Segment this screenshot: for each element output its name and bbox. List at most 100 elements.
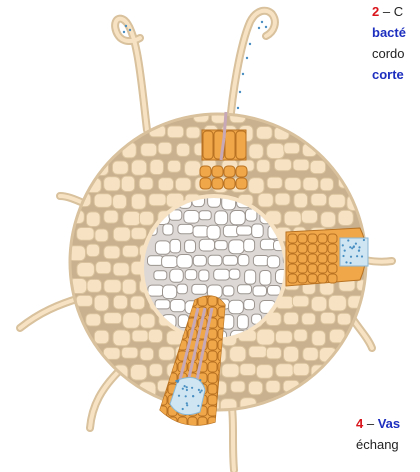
stele-cell — [245, 270, 256, 284]
cortex-cell — [95, 229, 108, 242]
stele-cell — [215, 241, 228, 250]
stele-cell — [238, 255, 249, 266]
cortex-cell — [139, 177, 153, 190]
label-4-word: Vas — [378, 416, 400, 431]
stele-cell — [162, 256, 178, 268]
cortex-cell — [321, 212, 336, 228]
cortex-cell — [276, 364, 294, 377]
bacteroid-dot — [184, 385, 186, 387]
bacteroid-dot — [191, 387, 193, 389]
dividing-cell — [200, 178, 211, 189]
cortex-cell — [222, 364, 239, 378]
cortex-cell — [167, 126, 183, 138]
bacteroid-dot — [178, 395, 180, 397]
cortex-cell — [275, 159, 292, 171]
cortex-cell — [284, 211, 301, 226]
right-nodule-primordium — [286, 228, 368, 286]
label-4-dash: – — [363, 416, 377, 431]
dividing-cell — [212, 166, 223, 177]
cortex-cell — [77, 228, 94, 241]
label-4-line1: 4 – Vas — [356, 413, 400, 434]
cortex-cell — [267, 143, 285, 158]
bacteroid-dot — [192, 395, 194, 397]
cortex-cell — [257, 329, 275, 345]
dividing-cell — [236, 131, 246, 159]
bacteroid-dot — [361, 255, 363, 257]
cortex-cell — [76, 295, 92, 306]
dividing-cell — [224, 166, 235, 177]
cortex-cell — [302, 313, 316, 325]
cortex-cell — [104, 280, 121, 293]
bacteroid-dot — [344, 250, 346, 252]
stele-cell — [208, 255, 222, 265]
cortex-cell — [230, 346, 246, 361]
nodule-cell — [178, 417, 187, 427]
bacteroid-dot — [349, 246, 351, 248]
label-2-line1: 2 – C — [372, 1, 403, 22]
bacteroid-dot — [182, 408, 184, 410]
stele-cell — [199, 270, 209, 281]
stele-cell — [177, 284, 188, 294]
stele-cell — [184, 211, 199, 224]
cortex-cell — [311, 297, 327, 312]
dividing-cell — [200, 166, 211, 177]
nodule-cell — [308, 234, 317, 243]
cortex-cell — [141, 143, 157, 156]
label-2-line3: cordo — [372, 43, 405, 64]
cortex-cell — [131, 160, 146, 175]
nodule-cell — [218, 417, 227, 427]
bacteroid-dot — [358, 246, 360, 248]
cortex-cell — [266, 347, 281, 359]
cortex-cell — [275, 193, 290, 205]
bacteroid-dot — [342, 255, 344, 257]
cortex-cell — [337, 313, 350, 325]
cortex-cell — [175, 178, 191, 191]
nodule-cell — [318, 264, 327, 273]
stele-cell — [253, 286, 267, 296]
cortex-cell — [249, 346, 267, 357]
cortex-cell — [312, 331, 326, 346]
bacteroid-dot — [186, 386, 188, 388]
dividing-cell — [224, 178, 235, 189]
stele-cell — [252, 224, 264, 238]
stele-cell — [170, 269, 184, 282]
cortex-cell — [257, 127, 273, 140]
cortex-cell — [113, 295, 127, 309]
cortex-cell — [159, 347, 175, 361]
label-4-line2: échang — [356, 434, 399, 455]
nodule-cell — [318, 234, 327, 243]
cortex-cell — [294, 193, 308, 208]
cortex-cell — [185, 161, 201, 176]
cortex-cell — [104, 177, 121, 191]
nodule-cell — [158, 417, 167, 427]
bacteroid-dot — [185, 395, 187, 397]
stele-cell — [177, 255, 193, 269]
cortex-cell — [121, 176, 134, 191]
cortex-cell — [321, 312, 336, 324]
dividing-cell — [203, 131, 213, 159]
cortex-cell — [301, 210, 317, 223]
stele-cell — [223, 256, 237, 266]
stele-cell — [199, 239, 214, 251]
nodule-cell — [298, 234, 307, 243]
nodule-cell — [328, 264, 337, 273]
label-2-line2: bacté — [372, 22, 406, 43]
cortex-cell — [77, 263, 95, 277]
cortex-cell — [87, 279, 102, 292]
cortex-cell — [130, 296, 144, 309]
nodule-cell — [298, 274, 307, 283]
bacteroid-dot — [342, 244, 344, 246]
cortex-cell — [132, 330, 148, 342]
root-hair-bottom-left — [90, 370, 120, 428]
cortex-cell — [284, 143, 300, 154]
stele-cell — [260, 271, 271, 286]
bacteroid-dot — [358, 249, 360, 251]
label-2-text: – C — [379, 4, 403, 19]
stele-cell — [237, 315, 248, 329]
cortex-cell — [284, 312, 299, 324]
stele-cell — [230, 211, 245, 225]
cortex-cell — [293, 159, 309, 170]
cortex-cell — [329, 194, 346, 208]
dividing-cell — [236, 166, 247, 177]
stele-cell — [223, 286, 234, 296]
